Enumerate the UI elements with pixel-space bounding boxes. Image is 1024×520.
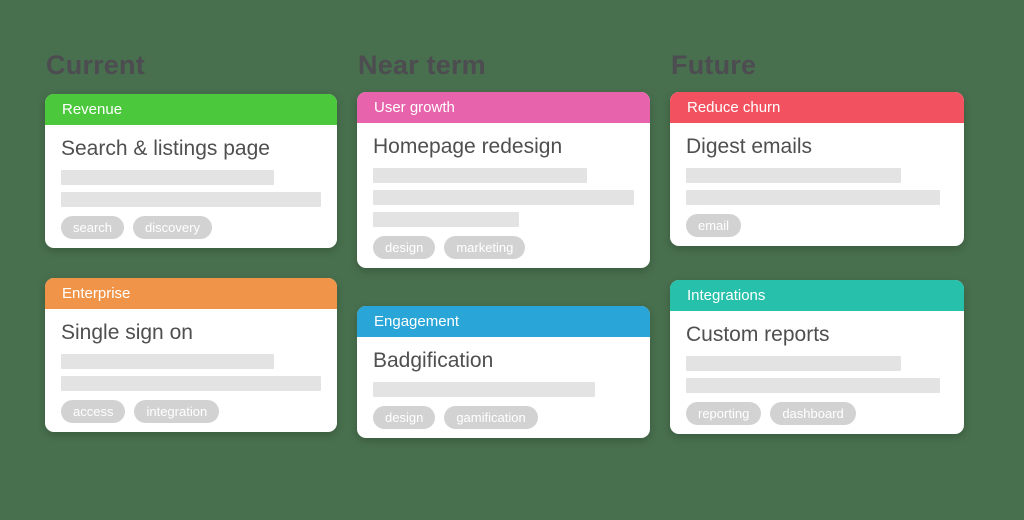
card-homepage-redesign[interactable]: User growth Homepage redesign design mar…: [357, 92, 650, 268]
description-placeholder: [61, 354, 321, 391]
tag-pill[interactable]: access: [61, 400, 126, 423]
card-category-header: Revenue: [45, 94, 337, 125]
column-future: Future Reduce churn Digest emails email …: [670, 0, 964, 520]
column-heading: Future: [671, 50, 757, 80]
card-category-header: Engagement: [357, 306, 650, 337]
tag-pill[interactable]: design: [373, 406, 436, 429]
column-near-term: Near term User growth Homepage redesign …: [357, 0, 650, 520]
column-heading: Current: [46, 50, 145, 80]
card-title: Homepage redesign: [373, 135, 563, 158]
column-heading: Near term: [358, 50, 486, 80]
card-category-header: Integrations: [670, 280, 964, 311]
tag-pill[interactable]: reporting: [686, 402, 762, 425]
card-single-sign-on[interactable]: Enterprise Single sign on access integra…: [45, 278, 337, 432]
card-category-header: Enterprise: [45, 278, 337, 309]
tag-pill[interactable]: integration: [134, 400, 220, 423]
placeholder-bar: [686, 190, 941, 205]
tag-pill[interactable]: marketing: [444, 236, 526, 259]
card-body: Badgification design gamification: [357, 337, 650, 438]
card-title: Single sign on: [61, 321, 193, 344]
placeholder-bar: [373, 382, 595, 397]
tag-pill[interactable]: search: [61, 216, 125, 239]
card-title: Digest emails: [686, 135, 813, 158]
card-digest-emails[interactable]: Reduce churn Digest emails email: [670, 92, 964, 246]
placeholder-bar: [373, 212, 520, 227]
card-title: Badgification: [373, 349, 494, 372]
tag-list: design marketing: [373, 236, 634, 259]
placeholder-bar: [686, 168, 901, 183]
description-placeholder: [373, 382, 634, 397]
description-placeholder: [686, 168, 948, 205]
card-custom-reports[interactable]: Integrations Custom reports reporting da…: [670, 280, 964, 434]
tag-pill[interactable]: gamification: [444, 406, 538, 429]
placeholder-bar: [686, 378, 941, 393]
card-body: Homepage redesign design marketing: [357, 123, 650, 268]
placeholder-bar: [61, 170, 275, 185]
card-title: Custom reports: [686, 323, 830, 346]
tag-list: search discovery: [61, 216, 321, 239]
card-body: Digest emails email: [670, 123, 964, 246]
tag-list: design gamification: [373, 406, 634, 429]
card-category-header: User growth: [357, 92, 650, 123]
description-placeholder: [61, 170, 321, 207]
placeholder-bar: [373, 190, 634, 205]
tag-list: access integration: [61, 400, 321, 423]
placeholder-bar: [61, 192, 321, 207]
placeholder-bar: [61, 354, 275, 369]
column-current: Current Revenue Search & listings page s…: [45, 0, 337, 520]
tag-list: email: [686, 214, 948, 237]
card-title: Search & listings page: [61, 137, 270, 160]
tag-pill[interactable]: email: [686, 214, 742, 237]
description-placeholder: [373, 168, 634, 227]
card-search-listings-page[interactable]: Revenue Search & listings page search di…: [45, 94, 337, 248]
card-body: Search & listings page search discovery: [45, 125, 337, 248]
card-category-header: Reduce churn: [670, 92, 964, 123]
placeholder-bar: [373, 168, 588, 183]
tag-pill[interactable]: dashboard: [770, 402, 856, 425]
tag-pill[interactable]: design: [373, 236, 436, 259]
placeholder-bar: [686, 356, 901, 371]
tag-list: reporting dashboard: [686, 402, 948, 425]
card-body: Custom reports reporting dashboard: [670, 311, 964, 434]
description-placeholder: [686, 356, 948, 393]
tag-pill[interactable]: discovery: [133, 216, 212, 239]
card-body: Single sign on access integration: [45, 309, 337, 432]
placeholder-bar: [61, 376, 321, 391]
card-badgification[interactable]: Engagement Badgification design gamifica…: [357, 306, 650, 438]
